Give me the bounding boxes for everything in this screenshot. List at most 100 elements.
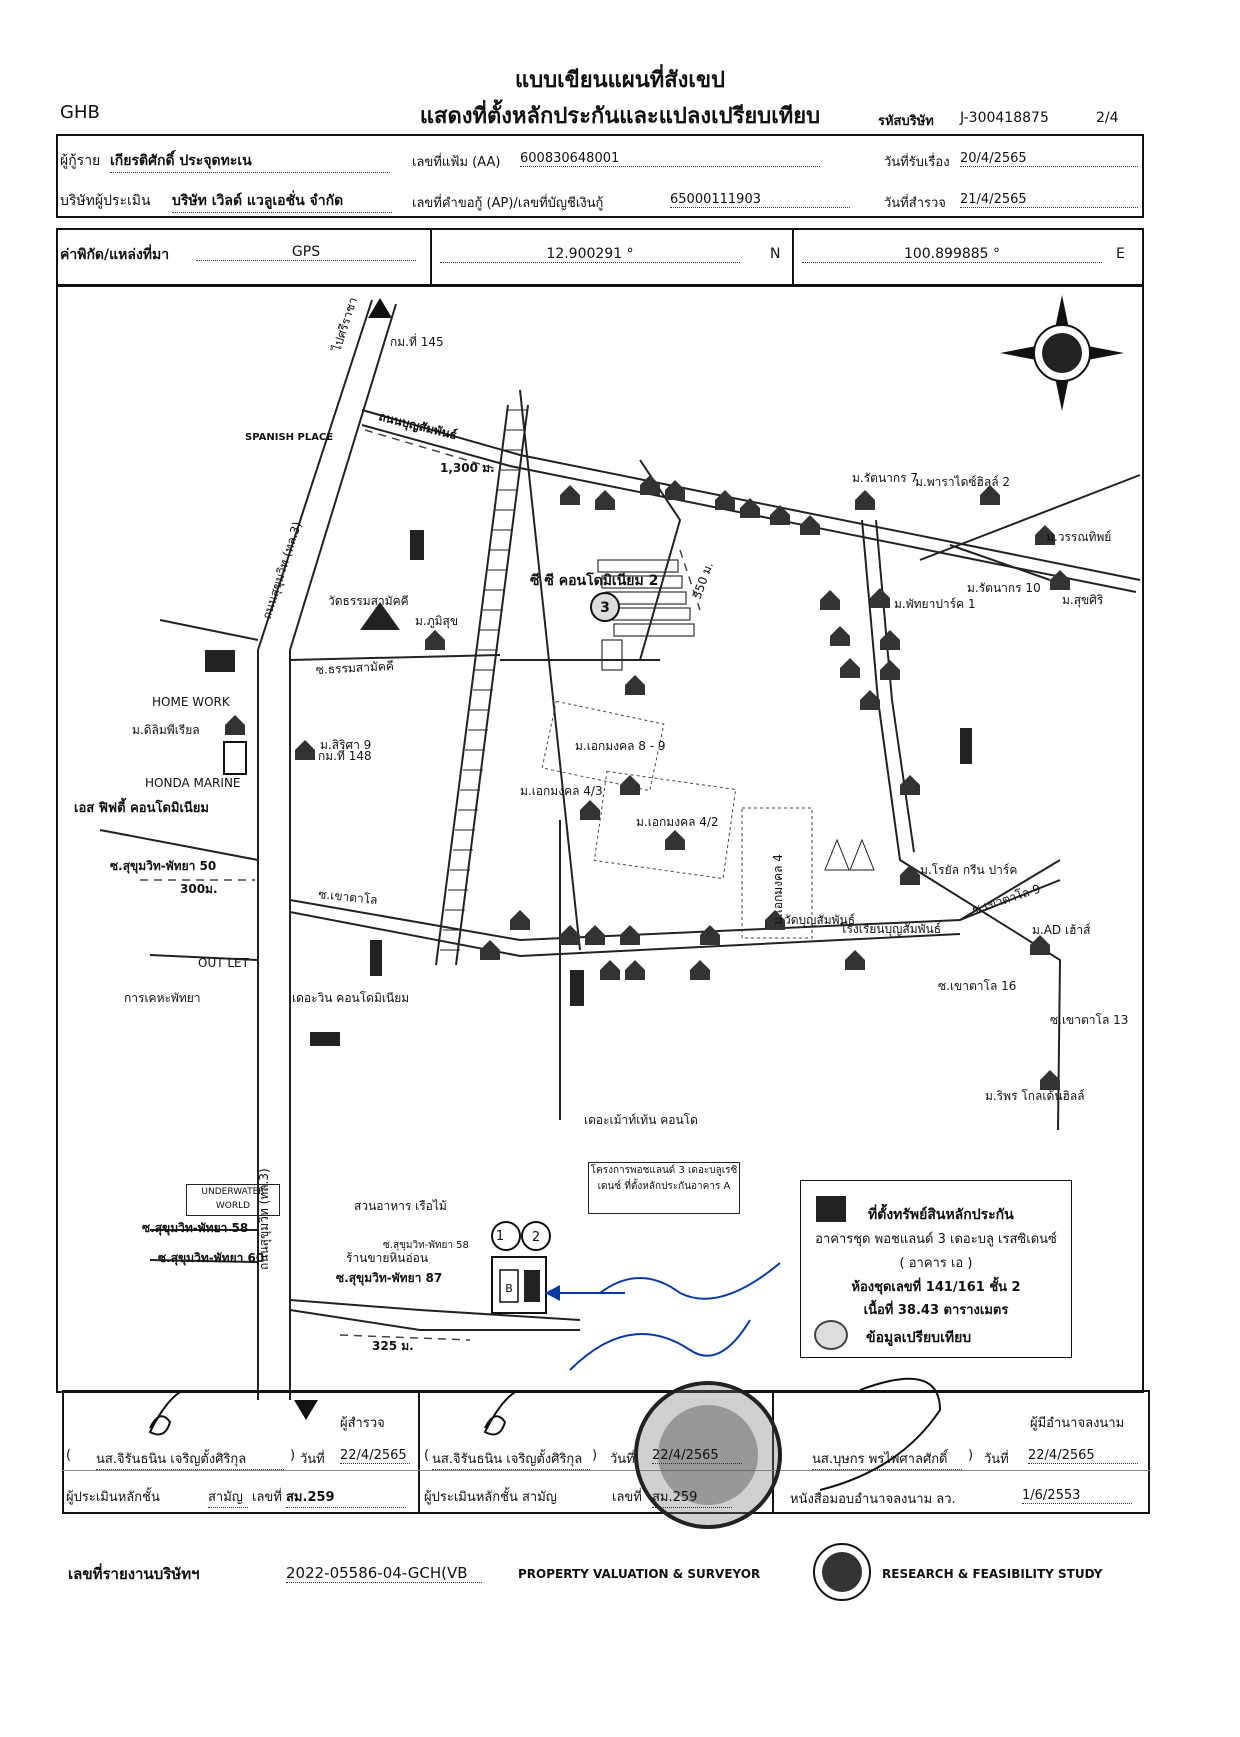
label-ek4: ม.เอกมงคล 4 xyxy=(771,854,785,925)
label-sukhumvit-road-2: ถนนสุขุมวิท (ทล.3) xyxy=(257,1168,272,1270)
map-frame xyxy=(56,285,1144,1393)
borrower-label: ผู้กู้ราย xyxy=(60,153,101,169)
label-d1300: 1,300 ม. xyxy=(440,461,495,475)
label-restaurant: สวนอาหาร เรือไม้ xyxy=(354,1199,447,1213)
company-code: J-300418875 xyxy=(960,110,1049,126)
file-label: เลขที่แฟ้ม (AA) xyxy=(412,155,501,170)
legend-compare: ข้อมูลเปรียบเทียบ xyxy=(866,1330,972,1346)
label-ek42: ม.เอกมงคล 4/2 xyxy=(636,815,719,829)
compare-swatch xyxy=(814,1320,848,1350)
info-box xyxy=(56,134,1144,218)
label-ratanakorn7: ม.รัตนากร 7 xyxy=(852,471,918,485)
label-suksiri: ม.สุขศิริ xyxy=(1062,593,1104,608)
label-tesco: การเคหะพัทยา xyxy=(124,991,201,1005)
page-number: 2/4 xyxy=(1096,110,1119,126)
label-outlet: OUT LET xyxy=(198,956,250,970)
label-ratanakorn10: ม.รัตนากร 10 xyxy=(967,581,1041,595)
latitude-dir: N xyxy=(770,246,781,262)
label-shop: ร้านขายหินอ่อน xyxy=(346,1251,428,1265)
legend-line2: ( อาคาร เอ ) xyxy=(899,1256,973,1271)
label-d325: 325 ม. xyxy=(372,1339,414,1353)
company-code-label: รหัสบริษัท xyxy=(878,114,934,129)
appraiser-name: นส.จิรันธนิน เจริญตั้งศิริกุล xyxy=(432,1448,590,1470)
label-phumisuk: ม.ภูมิสุข xyxy=(415,614,458,629)
label-ripr: ม.ริพร โกลเด้นฮิลล์ xyxy=(985,1089,1085,1103)
label-elimb: ม.ดิลิมพีเรียล xyxy=(132,723,200,737)
coord-label: ค่าพิกัด/แหล่งที่มา xyxy=(60,247,170,263)
label-wat-bun: วัดบุญสัมพันธ์ xyxy=(784,913,855,928)
approver-name: นส.บุษกร พรไพศาลศักดิ์ xyxy=(812,1448,962,1470)
label-ekmongkol: ม.เอกมงคล 8 - 9 xyxy=(575,739,666,753)
label-soi50: ซ.สุขุมวิท-พัทยา 50 xyxy=(110,859,216,874)
label-wanasap: ม.วรรณทิพย์ xyxy=(1046,530,1111,544)
label-es-condo: เอส ฟิฟตี้ คอนโดมิเนียม xyxy=(74,797,209,816)
borrower-value: เกียรติศักดิ์ ประจุดทะเน xyxy=(110,150,390,173)
legend-line4: เนื้อที่ 38.43 ตารางเมตร xyxy=(863,1303,1009,1318)
appraiser-date-label: วันที่ xyxy=(610,1452,635,1467)
file-value: 600830648001 xyxy=(520,151,820,167)
appraiser-co-label: บริษัทผู้ประเมิน xyxy=(60,193,151,209)
project-note-box: โครงการพอชแลนด์ 3 เดอะบลูเรซิเดนซ์ ที่ตั… xyxy=(588,1162,740,1214)
no2-label: เลขที่ xyxy=(612,1490,642,1505)
title-line-1: แบบเขียนแผนที่สังเขป xyxy=(515,68,725,93)
label-soi60: ซ.สุขุมวิท-พัทยา 60 xyxy=(158,1251,264,1266)
label-soi58: ซ.สุขุมวิท-พัทยา 58 xyxy=(383,1240,469,1251)
approver-label: ผู้มีอำนาจลงนาม xyxy=(1030,1416,1125,1431)
surveyor-date: 22/4/2565 xyxy=(340,1448,410,1464)
surveyor-label: ผู้สำรวจ xyxy=(340,1416,385,1431)
label-school: โรงเรียนบุญสัมพันธ์ xyxy=(840,922,941,937)
label-soi-tham: ซ.ธรรมสามัคคี xyxy=(315,659,394,677)
appraiser-co-value: บริษัท เวิลด์ แวลูเอชั่น จำกัด xyxy=(172,190,392,213)
building-b-label: B xyxy=(505,1282,513,1295)
marker-2: 2 xyxy=(532,1230,540,1245)
label-ad-house: ม.AD เฮ้าส์ xyxy=(1032,923,1091,937)
request-value: 65000111903 xyxy=(670,192,850,208)
title-line-2: แสดงที่ตั้งหลักประกันและแปลงเปรียบเทียบ xyxy=(419,104,821,129)
marker-3: 3 xyxy=(600,600,610,616)
label-homework: HOME WORK xyxy=(152,695,231,709)
label-d300: 300ม. xyxy=(180,882,218,896)
received-value: 20/4/2565 xyxy=(960,151,1138,167)
longitude-dir: E xyxy=(1116,246,1125,262)
org-label: GHB xyxy=(60,102,100,123)
label-parkhill: ม.พาราไดซ์ฮิลล์ 2 xyxy=(915,475,1010,489)
no-value: สม.259 xyxy=(286,1486,406,1508)
label-khaotalo: ซ.เขาตาโล xyxy=(318,887,378,907)
authority-label: หนังสือมอบอำนาจลงนาม ลว. xyxy=(790,1492,956,1507)
label-royal: ม.โรยัล กรีน ปาร์ค xyxy=(920,863,1017,877)
footer-right: RESEARCH & FEASIBILITY STUDY xyxy=(882,1567,1103,1581)
surveyor-date-label: วันที่ xyxy=(300,1452,325,1467)
collateral-swatch xyxy=(816,1196,846,1222)
received-label: วันที่รับเรื่อง xyxy=(884,155,950,170)
label-soi87: ซ.สุขุมวิท-พัทยา 87 xyxy=(336,1271,442,1286)
longitude-value: 100.899885 ° xyxy=(802,246,1102,263)
level-label: ผู้ประเมินหลักชั้น xyxy=(66,1490,160,1505)
legend-collateral: ที่ตั้งทรัพย์สินหลักประกัน xyxy=(868,1207,1014,1223)
label-honda: HONDA MARINE xyxy=(145,776,241,790)
label-km145: กม.ที่ 145 xyxy=(390,333,444,349)
appraiser-date: 22/4/2565 xyxy=(652,1448,742,1464)
label-sirisa: ม.สิริศา 9 xyxy=(320,738,371,752)
coord-source: GPS xyxy=(196,244,416,261)
label-wat-tham: วัดธรรมสามัคคี xyxy=(328,594,409,608)
underwater-world-box: UNDERWATER WORLD xyxy=(186,1184,280,1216)
surveyor-name: นส.จิรันธนิน เจริญตั้งศิริกุล xyxy=(96,1448,284,1470)
request-label: เลขที่คำขอกู้ (AP)/เลขที่บัญชีเงินกู้ xyxy=(412,196,604,211)
approver-date-label: วันที่ xyxy=(984,1452,1009,1467)
label-kt16: ซ.เขาตาโล 16 xyxy=(938,979,1016,993)
label-pattaya-park: ม.พัทยาปาร์ค 1 xyxy=(894,597,976,611)
label-cc-condo: ซี ซี คอนโดมิเนียม 2 xyxy=(530,571,658,589)
report-label: เลขที่รายงานบริษัทฯ xyxy=(68,1565,200,1583)
level-value: สามัญ xyxy=(208,1486,248,1508)
level2-label: ผู้ประเมินหลักชั้น สามัญ xyxy=(424,1490,557,1505)
footer-center: PROPERTY VALUATION & SURVEYOR xyxy=(518,1567,761,1581)
legend-line1: อาคารชุด พอชแลนด์ 3 เดอะบลู เรสซิเดนซ์ xyxy=(815,1232,1057,1247)
approver-date: 22/4/2565 xyxy=(1028,1448,1138,1464)
survey-value: 21/4/2565 xyxy=(960,192,1138,208)
marker-1: 1 xyxy=(496,1229,504,1244)
report-number: 2022-05586-04-GCH(VB xyxy=(286,1564,482,1583)
latitude-value: 12.900291 ° xyxy=(440,246,740,263)
no2-value: สม.259 xyxy=(652,1486,732,1508)
